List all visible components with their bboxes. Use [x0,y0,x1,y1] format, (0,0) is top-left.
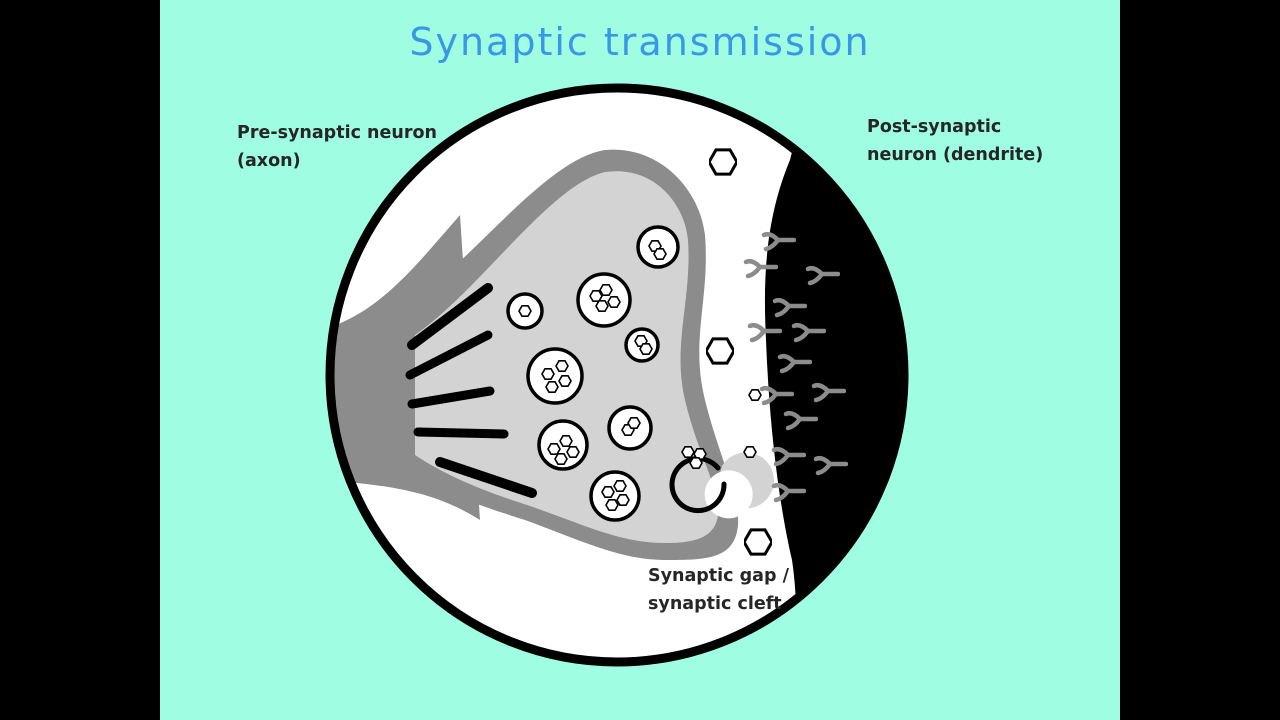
vesicle-icon [589,470,641,522]
synaptic-cleft-label-line-2: synaptic cleft [648,594,782,614]
slide: Synaptic transmission [160,0,1120,720]
exocytosis-vesicle [669,445,774,519]
presynaptic-label: Pre-synaptic neuron (axon) [237,119,437,175]
vesicle-icon [526,347,584,405]
mitochondria-folds [405,283,537,498]
postsynaptic-label: Post-synaptic neuron (dendrite) [867,113,1043,169]
magnified-view-border [325,83,909,667]
presynaptic-label-line-1: Pre-synaptic neuron [237,123,437,143]
synaptic-cleft-label: Synaptic gap / synaptic cleft [648,562,789,618]
synapse-diagram [325,83,909,667]
presynaptic-label-line-2: (axon) [237,151,301,171]
slide-title: Synaptic transmission [409,20,871,64]
postsynaptic-label-line-2: neuron (dendrite) [867,145,1044,165]
postsynaptic-label-line-1: Post-synaptic [867,117,1002,137]
synaptic-cleft-label-line-1: Synaptic gap / [648,566,789,586]
